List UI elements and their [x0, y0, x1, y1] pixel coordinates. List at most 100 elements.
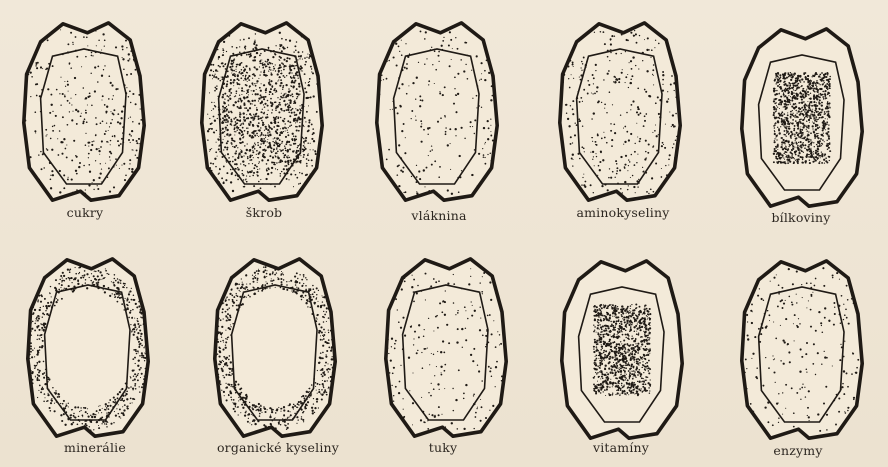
stipple-dot	[227, 153, 229, 155]
stipple-dot	[130, 290, 132, 292]
stipple-dot	[308, 159, 310, 161]
stipple-dot	[285, 84, 287, 86]
stipple-dot	[474, 133, 475, 134]
stipple-dot	[274, 162, 276, 164]
stipple-dot	[817, 137, 819, 139]
stipple-dot	[270, 103, 271, 104]
stipple-dot	[590, 152, 591, 153]
stipple-dot	[558, 92, 559, 93]
stipple-dot	[418, 170, 420, 172]
stipple-dot	[627, 40, 629, 42]
stipple-dot	[403, 123, 405, 125]
stipple-dot	[455, 111, 457, 113]
stipple-dot	[828, 116, 830, 118]
stipple-dot	[777, 139, 778, 140]
stipple-dot	[793, 84, 795, 86]
stipple-dot	[22, 187, 24, 189]
stipple-dot	[137, 318, 138, 319]
stipple-dot	[267, 61, 268, 62]
stipple-dot	[237, 295, 239, 297]
stipple-dot	[380, 179, 382, 181]
stipple-dot	[829, 106, 830, 107]
stipple-dot	[622, 69, 623, 70]
stipple-dot	[594, 165, 595, 166]
stipple-dot	[219, 168, 220, 169]
stipple-dot	[637, 87, 639, 89]
stipple-dot	[139, 329, 141, 331]
stipple-dot	[25, 354, 26, 355]
stipple-dot	[31, 45, 32, 46]
stipple-dot	[142, 175, 144, 177]
stipple-dot	[30, 194, 31, 195]
stipple-dot	[828, 147, 830, 149]
stipple-dot	[621, 53, 622, 54]
stipple-dot	[790, 103, 791, 104]
stipple-dot	[561, 48, 563, 50]
stipple-dot	[134, 324, 136, 326]
stipple-dot	[108, 167, 110, 169]
stipple-dot	[298, 130, 300, 132]
stipple-dot	[133, 370, 134, 371]
stipple-dot	[34, 181, 35, 182]
stipple-dot	[420, 126, 422, 128]
stipple-dot	[257, 135, 258, 136]
stipple-dot	[252, 48, 254, 50]
stipple-dot	[272, 271, 274, 273]
stipple-dot	[265, 61, 266, 62]
stipple-dot	[215, 151, 217, 153]
stipple-dot	[827, 123, 828, 124]
stipple-dot	[201, 177, 203, 179]
stipple-dot	[260, 71, 261, 72]
stipple-dot	[579, 158, 581, 160]
stipple-dot	[131, 130, 133, 132]
stipple-dot	[610, 130, 612, 132]
stipple-dot	[140, 367, 142, 369]
stipple-dot	[274, 118, 276, 120]
stipple-dot	[116, 165, 117, 166]
stipple-dot	[47, 393, 48, 394]
stipple-dot	[249, 159, 250, 160]
stipple-dot	[827, 118, 828, 119]
stipple-dot	[241, 286, 243, 288]
stipple-dot	[143, 88, 144, 89]
stipple-dot	[376, 173, 378, 175]
stipple-dot	[229, 355, 231, 357]
stipple-dot	[316, 401, 318, 403]
stipple-dot	[224, 115, 226, 117]
stipple-dot	[808, 156, 809, 157]
stipple-dot	[594, 32, 595, 33]
stipple-dot	[679, 159, 681, 161]
stipple-dot	[795, 98, 797, 100]
stipple-dot	[296, 129, 298, 131]
stipple-dot	[822, 84, 824, 86]
stipple-dot	[132, 388, 134, 390]
stipple-dot	[64, 288, 65, 289]
stipple-dot	[295, 74, 297, 76]
stipple-dot	[227, 309, 229, 311]
stipple-dot	[37, 315, 39, 317]
stipple-dot	[97, 281, 99, 283]
stipple-dot	[448, 45, 450, 47]
stipple-dot	[98, 150, 100, 152]
stipple-dot	[106, 141, 108, 143]
stipple-dot	[785, 146, 786, 147]
stipple-dot	[778, 103, 780, 105]
stipple-dot	[240, 412, 241, 413]
stipple-dot	[798, 125, 799, 126]
stipple-dot	[78, 416, 80, 418]
stipple-dot	[258, 410, 260, 412]
stipple-dot	[255, 275, 256, 276]
stipple-dot	[247, 72, 249, 74]
stipple-dot	[264, 284, 266, 286]
stipple-dot	[323, 336, 324, 337]
stipple-dot	[793, 74, 794, 75]
stipple-dot	[44, 397, 45, 398]
stipple-dot	[230, 123, 232, 125]
stipple-dot	[312, 412, 314, 414]
stipple-dot	[286, 178, 288, 180]
stipple-dot	[239, 107, 241, 109]
stipple-dot	[313, 140, 315, 142]
stipple-dot	[237, 179, 239, 181]
stipple-dot	[773, 114, 775, 116]
stipple-dot	[219, 136, 220, 137]
